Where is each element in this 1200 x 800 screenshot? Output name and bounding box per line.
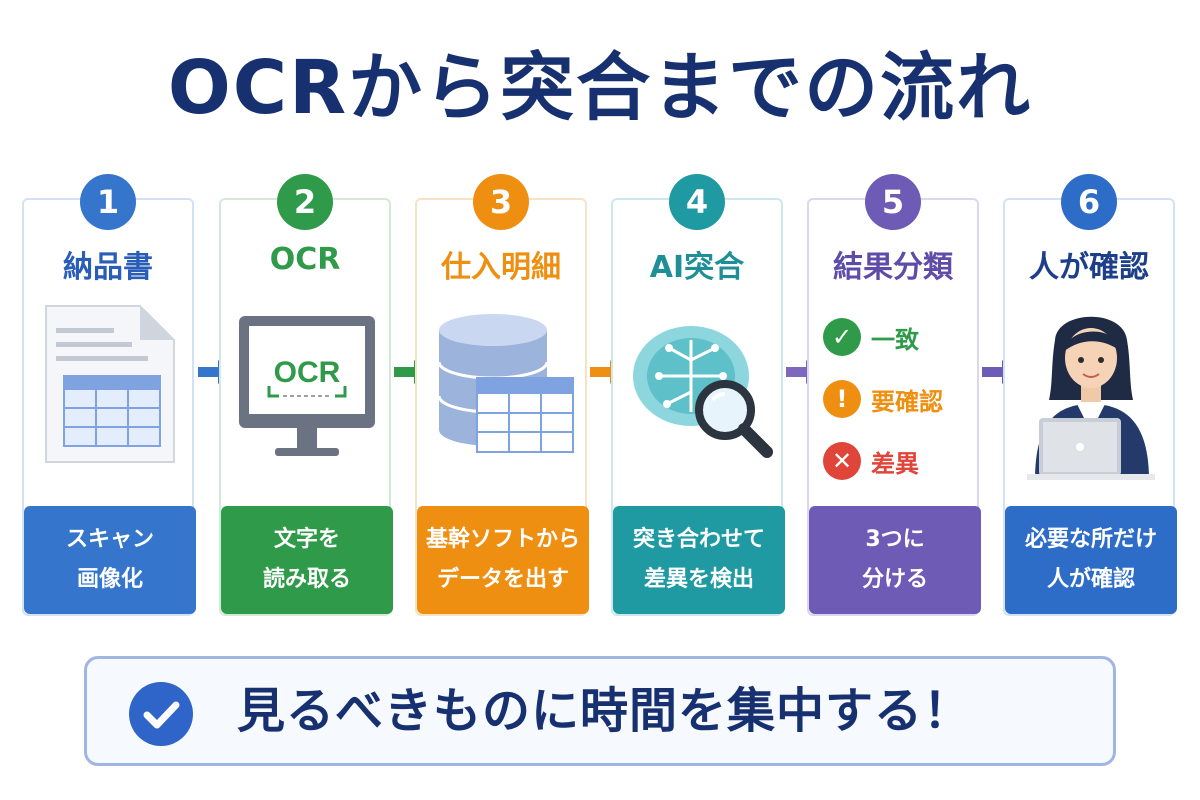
step-desc-line: 分ける	[861, 567, 928, 592]
step-desc-line: 読み取る	[262, 567, 351, 592]
step-card-6: 6 人が確認	[1003, 174, 1177, 616]
step-title-4: AI突合	[649, 250, 745, 285]
step-desc-line: 突き合わせて	[632, 527, 765, 552]
step-title-2: OCR	[269, 242, 341, 277]
step-desc-2: 文字を 読み取る	[221, 506, 393, 614]
step-desc-4: 突き合わせて 差異を検出	[613, 506, 785, 614]
step-number-2: 2	[277, 174, 333, 230]
page-title: OCRから突合までの流れ	[167, 45, 1033, 131]
step-number-5: 5	[865, 174, 921, 230]
result-label-review: 要確認	[871, 387, 943, 416]
step-desc-line: 文字を	[273, 527, 340, 552]
check-icon: ✓	[823, 318, 861, 356]
step-desc-1: スキャン 画像化	[24, 506, 196, 614]
step-title-6: 人が確認	[1029, 250, 1149, 285]
step-card-5: 5 結果分類 ✓ 一致 ! 要確認 ✕ 差異	[807, 174, 981, 616]
step-desc-line: スキャン	[65, 527, 154, 552]
result-list-icon: ✓ 一致 ! 要確認 ✕ 差異	[809, 300, 981, 480]
step-desc-3: 基幹ソフトから データを出す	[417, 506, 589, 614]
result-list: ✓ 一致 ! 要確認 ✕ 差異	[823, 306, 943, 492]
result-label-diff: 差異	[871, 449, 919, 478]
step-title-1: 納品書	[63, 250, 153, 285]
database-table-icon	[417, 300, 589, 480]
step-desc-line: データを出す	[436, 567, 569, 592]
step-card-1: 1 納品書 スキャン 画像化	[22, 174, 196, 616]
step-title-5: 結果分類	[833, 250, 953, 285]
document-table-icon	[24, 300, 196, 480]
step-desc-line: 必要な所だけ	[1024, 527, 1157, 552]
step-number-1: 1	[80, 174, 136, 230]
flow-steps: 1 納品書 スキャン 画像化	[22, 150, 1180, 620]
check-circle-icon	[129, 682, 193, 746]
person-laptop-icon	[1005, 300, 1177, 480]
step-number-6: 6	[1061, 174, 1117, 230]
step-desc-line: 人が確認	[1046, 567, 1135, 592]
footer-message: 見るべきものに時間を集中する！	[237, 683, 973, 739]
step-desc-line: 画像化	[76, 567, 143, 592]
step-desc-5: 3つに 分ける	[809, 506, 981, 614]
step-number-4: 4	[669, 174, 725, 230]
result-label-match: 一致	[871, 325, 919, 354]
result-item-match: ✓ 一致	[823, 306, 943, 368]
step-card-4: 4 AI突合	[611, 174, 785, 616]
step-card-3: 3 仕入明細 基幹ソフトから データを出す	[415, 174, 589, 616]
exclamation-icon: !	[823, 380, 861, 418]
result-item-review: ! 要確認	[823, 368, 943, 430]
step-number-3: 3	[473, 174, 529, 230]
step-desc-line: 3つに	[865, 527, 925, 552]
cross-icon: ✕	[823, 442, 861, 480]
step-desc-line: 基幹ソフトから	[425, 527, 580, 552]
step-desc-6: 必要な所だけ 人が確認	[1005, 506, 1177, 614]
footer-banner: 見るべきものに時間を集中する！	[84, 656, 1116, 766]
step-card-2: 2 OCR OCR 文字を 読み取る	[219, 174, 393, 616]
result-item-diff: ✕ 差異	[823, 430, 943, 492]
ocr-screen-text: OCR	[274, 356, 341, 389]
step-desc-line: 差異を検出	[643, 567, 754, 592]
ai-brain-magnifier-icon	[613, 300, 785, 480]
step-title-3: 仕入明細	[441, 250, 561, 285]
monitor-ocr-icon: OCR	[221, 300, 393, 480]
